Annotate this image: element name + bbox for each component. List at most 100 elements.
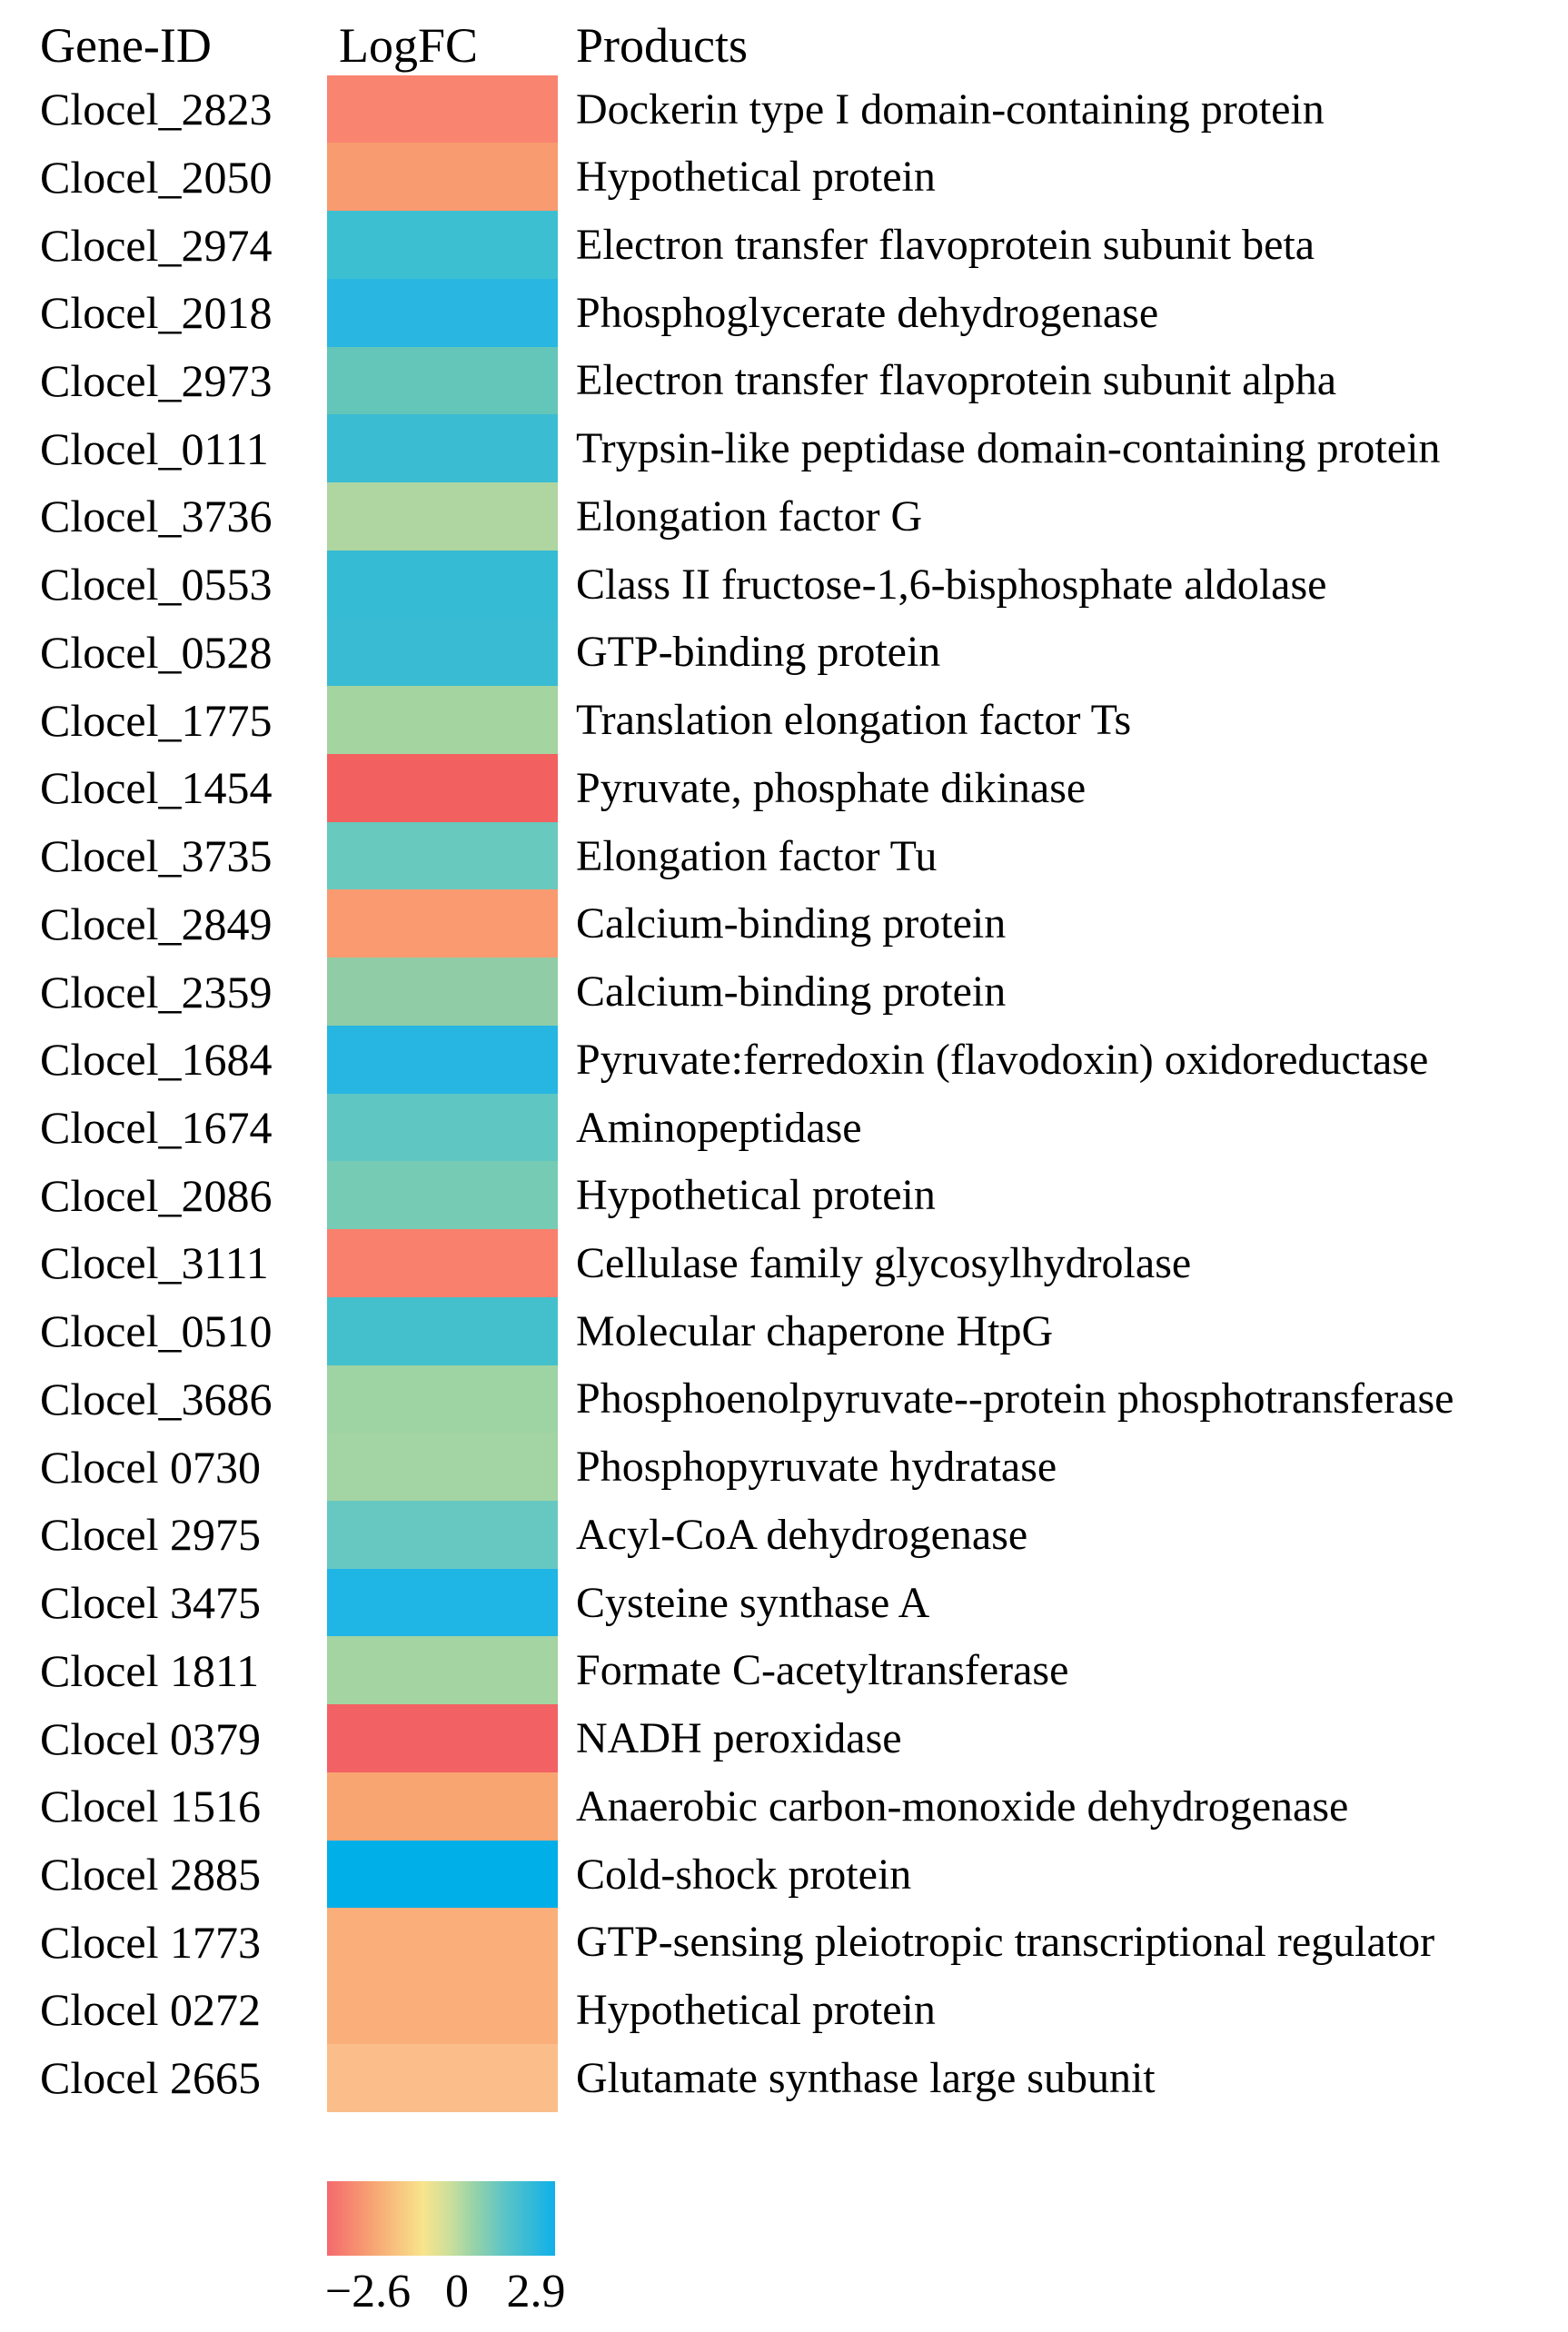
column-header-products: Products: [576, 18, 748, 73]
logfc-heatmap-cell: [327, 414, 558, 483]
product-label: Translation elongation factor Ts: [576, 696, 1132, 745]
product-label: Electron transfer flavoprotein subunit a…: [576, 356, 1337, 405]
column-header-logfc: LogFC: [339, 18, 479, 73]
gene-id-label: Clocel_2018: [40, 287, 273, 339]
logfc-heatmap-cell: [327, 550, 558, 619]
product-label: Hypothetical protein: [576, 153, 936, 202]
logfc-heatmap-cell: [327, 1704, 558, 1772]
table-row: Clocel_0553 Class II fructose-1,6-bisphos…: [0, 550, 1568, 619]
logfc-heatmap-cell: [327, 1976, 558, 2044]
logfc-heatmap-cell: [327, 821, 558, 890]
gene-id-label: Clocel_1454: [40, 762, 273, 814]
logfc-heatmap-cell: [327, 211, 558, 279]
product-label: Pyruvate:ferredoxin (flavodoxin) oxidore…: [576, 1035, 1429, 1084]
logfc-heatmap-cell: [327, 74, 558, 144]
product-label: Elongation factor Tu: [576, 831, 938, 880]
gene-id-label: Clocel_2359: [40, 966, 273, 1017]
logfc-heatmap-cell: [327, 1840, 558, 1909]
logfc-heatmap-cell: [327, 958, 558, 1026]
product-label: Glutamate synthase large subunit: [576, 2053, 1156, 2102]
logfc-heatmap-cell: [327, 618, 558, 687]
product-label: NADH peroxidase: [576, 1714, 902, 1763]
logfc-heatmap-cell: [327, 686, 558, 754]
gene-id-label: Clocel_3736: [40, 491, 273, 542]
gene-id-label: Clocel 1811: [40, 1644, 260, 1696]
logfc-heatmap-cell: [327, 889, 558, 958]
gene-id-label: Clocel 2975: [40, 1509, 262, 1561]
logfc-heatmap-cell: [327, 346, 558, 415]
product-label: Cold-shock protein: [576, 1850, 912, 1899]
product-label: Anaerobic carbon-monoxide dehydrogenase: [576, 1781, 1349, 1831]
gene-id-label: Clocel_2050: [40, 151, 273, 203]
gene-id-label: Clocel_2849: [40, 898, 273, 949]
gene-id-label: Clocel 0272: [40, 1984, 262, 2036]
table-row: Clocel 0272 Hypothetical protein: [0, 1976, 1568, 2044]
gene-id-label: Clocel 1773: [40, 1916, 262, 1968]
product-label: Class II fructose-1,6-bisphosphate aldol…: [576, 560, 1327, 609]
product-label: Calcium-binding protein: [576, 899, 1007, 948]
gene-id-label: Clocel_2086: [40, 1169, 273, 1221]
table-row: Clocel_3736 Elongation factor G: [0, 482, 1568, 551]
table-row: Clocel_2050 Hypothetical protein: [0, 143, 1568, 212]
table-row: Clocel_3735 Elongation factor Tu: [0, 821, 1568, 890]
gene-id-label: Clocel_1684: [40, 1034, 273, 1086]
table-row: Clocel 1773 GTP-sensing pleiotropic trans…: [0, 1908, 1568, 1977]
table-row: Clocel 2975 Acyl-CoA dehydrogenase: [0, 1501, 1568, 1569]
table-row: Clocel_1775 Translation elongation factor…: [0, 686, 1568, 754]
gene-id-label: Clocel_1775: [40, 694, 273, 746]
logfc-heatmap-cell: [327, 1433, 558, 1502]
table-row: Clocel_2018 Phosphoglycerate dehydrogenas…: [0, 278, 1568, 347]
product-label: Pyruvate, phosphate dikinase: [576, 763, 1087, 812]
table-row: Clocel 1516 Anaerobic carbon-monoxide deh…: [0, 1771, 1568, 1841]
product-label: Elongation factor G: [576, 491, 923, 541]
product-label: Acyl-CoA dehydrogenase: [576, 1510, 1028, 1559]
product-label: GTP-sensing pleiotropic transcriptional …: [576, 1918, 1435, 1967]
product-label: Electron transfer flavoprotein subunit b…: [576, 221, 1315, 270]
product-label: Hypothetical protein: [576, 1985, 936, 2034]
product-label: Calcium-binding protein: [576, 968, 1007, 1017]
product-label: Aminopeptidase: [576, 1103, 862, 1152]
table-row: Clocel 0379 NADH peroxidase: [0, 1704, 1568, 1772]
product-label: Molecular chaperone HtpG: [576, 1306, 1054, 1355]
logfc-heatmap-cell: [327, 143, 558, 212]
colorbar-gradient: [327, 2181, 555, 2256]
gene-id-label: Clocel 2665: [40, 2052, 262, 2104]
colorbar-tick-max: 2.9: [506, 2266, 566, 2317]
gene-id-label: Clocel_0553: [40, 559, 273, 610]
gene-id-label: Clocel_2973: [40, 354, 273, 406]
logfc-heatmap-cell: [327, 1093, 558, 1162]
logfc-heatmap-cell: [327, 1771, 558, 1841]
product-label: Phosphoglycerate dehydrogenase: [576, 288, 1159, 337]
gene-id-label: Clocel_3686: [40, 1373, 273, 1424]
product-label: Cellulase family glycosylhydrolase: [576, 1238, 1192, 1287]
product-label: Dockerin type I domain-containing protei…: [576, 84, 1325, 134]
logfc-heatmap-cell: [327, 1636, 558, 1705]
gene-id-label: Clocel_1674: [40, 1102, 273, 1153]
table-row: Clocel_3111 Cellulase family glycosylhydr…: [0, 1229, 1568, 1297]
logfc-heatmap-cell: [327, 754, 558, 822]
gene-id-label: Clocel_0528: [40, 626, 273, 678]
logfc-heatmap-cell: [327, 1025, 558, 1094]
product-label: Phosphoenolpyruvate--protein phosphotran…: [576, 1374, 1454, 1424]
logfc-heatmap-cell: [327, 1568, 558, 1637]
gene-id-label: Clocel 0379: [40, 1712, 262, 1764]
product-label: Cysteine synthase A: [576, 1578, 930, 1627]
gene-id-label: Clocel_3735: [40, 830, 273, 882]
gene-id-label: Clocel 1516: [40, 1781, 262, 1832]
gene-id-label: Clocel_3111: [40, 1237, 269, 1289]
table-row: Clocel 2665 Glutamate synthase large subu…: [0, 2043, 1568, 2112]
table-row: Clocel_1674 Aminopeptidase: [0, 1093, 1568, 1162]
logfc-heatmap-cell: [327, 1908, 558, 1977]
logfc-heatmap-cell: [327, 278, 558, 347]
gene-id-label: Clocel_2974: [40, 219, 273, 271]
gene-id-label: Clocel_0111: [40, 422, 269, 474]
logfc-heatmap-cell: [327, 1501, 558, 1569]
table-row: Clocel_0111 Trypsin-like peptidase domain…: [0, 414, 1568, 483]
gene-id-label: Clocel 0730: [40, 1441, 262, 1493]
product-label: Trypsin-like peptidase domain-containing…: [576, 424, 1441, 473]
